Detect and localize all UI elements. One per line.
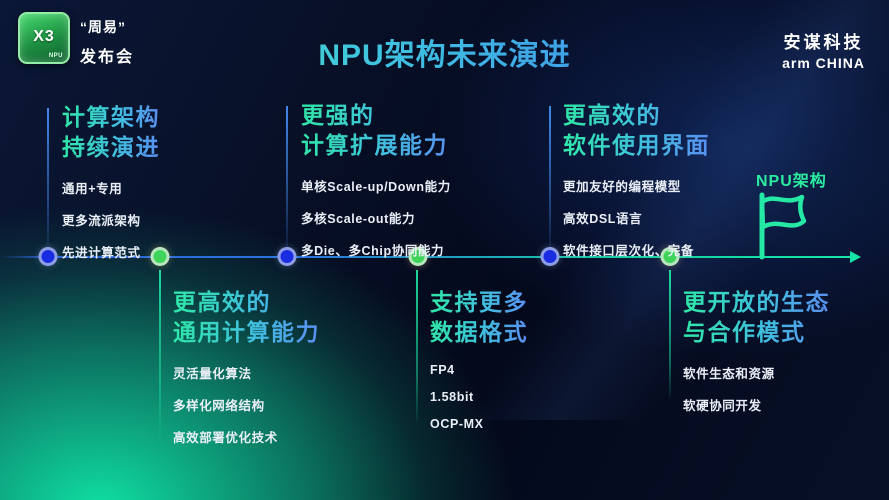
milestone-block-5: 更高效的 软件使用界面 更加友好的编程模型 高效DSL语言 软件接口层次化、完备 [563,101,710,272]
list-item: 多样化网络结构 [173,398,265,413]
brand-chinese-name: 安谋科技 [783,33,864,52]
milestone-title-line1: 更强的 [301,102,375,128]
list-item: 1.58bit [430,389,474,404]
milestone-block-3: 更强的 计算扩展能力 单核Scale-up/Down能力 多核Scale-out… [301,101,451,272]
timeline-arrow-icon [850,251,861,263]
milestone-title-line2: 计算扩展能力 [301,131,448,158]
milestone-title-line2: 数据格式 [430,318,528,345]
connector-6 [669,270,671,398]
timeline-dot-4 [408,247,428,266]
page-title: NPU架构未来演进 [0,30,889,74]
list-item: 灵活量化算法 [173,366,252,381]
connector-4 [416,270,418,422]
timeline-dot-5 [540,247,560,266]
chip-label: X3 [20,14,68,60]
milestone-items: FP4 1.58bit OCP-MX [430,363,528,431]
flag-label: NPU架构 [756,173,827,190]
list-item: 多Die、多Chip协同能力 [301,243,445,258]
zhouyi-chip-icon: X3 NPU [18,12,70,64]
list-item: 高效部署优化技术 [173,430,278,445]
list-item: 单核Scale-up/Down能力 [301,179,451,194]
milestone-title: 更高效的 软件使用界面 [563,101,710,161]
milestone-block-2: 更高效的 通用计算能力 灵活量化算法 多样化网络结构 高效部署优化技术 [173,288,320,459]
milestone-title-line2: 通用计算能力 [173,318,320,345]
timeline-dot-2 [150,247,170,266]
milestone-title-line1: 计算架构 [62,104,160,130]
milestone-title: 更开放的生态 与合作模式 [683,288,830,348]
connector-2 [159,270,161,438]
list-item: OCP-MX [430,416,484,431]
milestone-title-line1: 支持更多 [430,289,528,315]
list-item: 软件生态和资源 [683,366,775,381]
flag-icon [759,192,807,260]
timeline-dot-3 [277,247,297,266]
milestone-items: 通用+专用 更多流派架构 先进计算范式 [62,178,160,261]
milestone-items: 更加友好的编程模型 高效DSL语言 软件接口层次化、完备 [563,176,710,259]
milestone-title-line1: 更高效的 [563,102,661,128]
list-item: 软硬协同开发 [683,398,762,413]
milestone-block-6: 更开放的生态 与合作模式 软件生态和资源 软硬协同开发 [683,288,830,427]
list-item: 高效DSL语言 [563,211,643,226]
connector-1 [47,108,49,248]
milestone-title: 支持更多 数据格式 [430,288,528,348]
list-item: FP4 [430,362,455,377]
milestone-items: 单核Scale-up/Down能力 多核Scale-out能力 多Die、多Ch… [301,176,451,259]
event-name-line2: 发布会 [80,43,134,67]
list-item: 多核Scale-out能力 [301,211,416,226]
list-item: 更多流派架构 [62,213,141,228]
timeline-dot-6 [660,247,680,266]
milestone-items: 软件生态和资源 软硬协同开发 [683,363,830,414]
timeline-dot-1 [38,247,58,266]
milestone-items: 灵活量化算法 多样化网络结构 高效部署优化技术 [173,363,320,446]
milestone-block-1: 计算架构 持续演进 通用+专用 更多流派架构 先进计算范式 [62,103,160,274]
milestone-title-line2: 持续演进 [62,133,160,160]
connector-3 [286,106,288,248]
chip-sub-label: NPU [49,53,63,59]
connector-5 [549,106,551,248]
arm-china-logo: 安谋科技 arm CHINA [782,28,865,71]
milestone-block-4: 支持更多 数据格式 FP4 1.58bit OCP-MX [430,288,528,444]
brand-english-name: arm CHINA [782,55,865,71]
milestone-title-line2: 软件使用界面 [563,131,710,158]
milestone-title: 计算架构 持续演进 [62,103,160,163]
event-name: “周易” 发布会 [80,17,134,67]
list-item: 更加友好的编程模型 [563,179,681,194]
milestone-title: 更高效的 通用计算能力 [173,288,320,348]
list-item: 通用+专用 [62,181,123,196]
list-item: 先进计算范式 [62,245,141,260]
milestone-title-line1: 更开放的生态 [683,289,830,315]
milestone-title-line1: 更高效的 [173,289,271,315]
milestone-title: 更强的 计算扩展能力 [301,101,451,161]
event-name-line1: “周易” [80,19,126,35]
list-item: 软件接口层次化、完备 [563,243,695,258]
milestone-title-line2: 与合作模式 [683,318,806,345]
